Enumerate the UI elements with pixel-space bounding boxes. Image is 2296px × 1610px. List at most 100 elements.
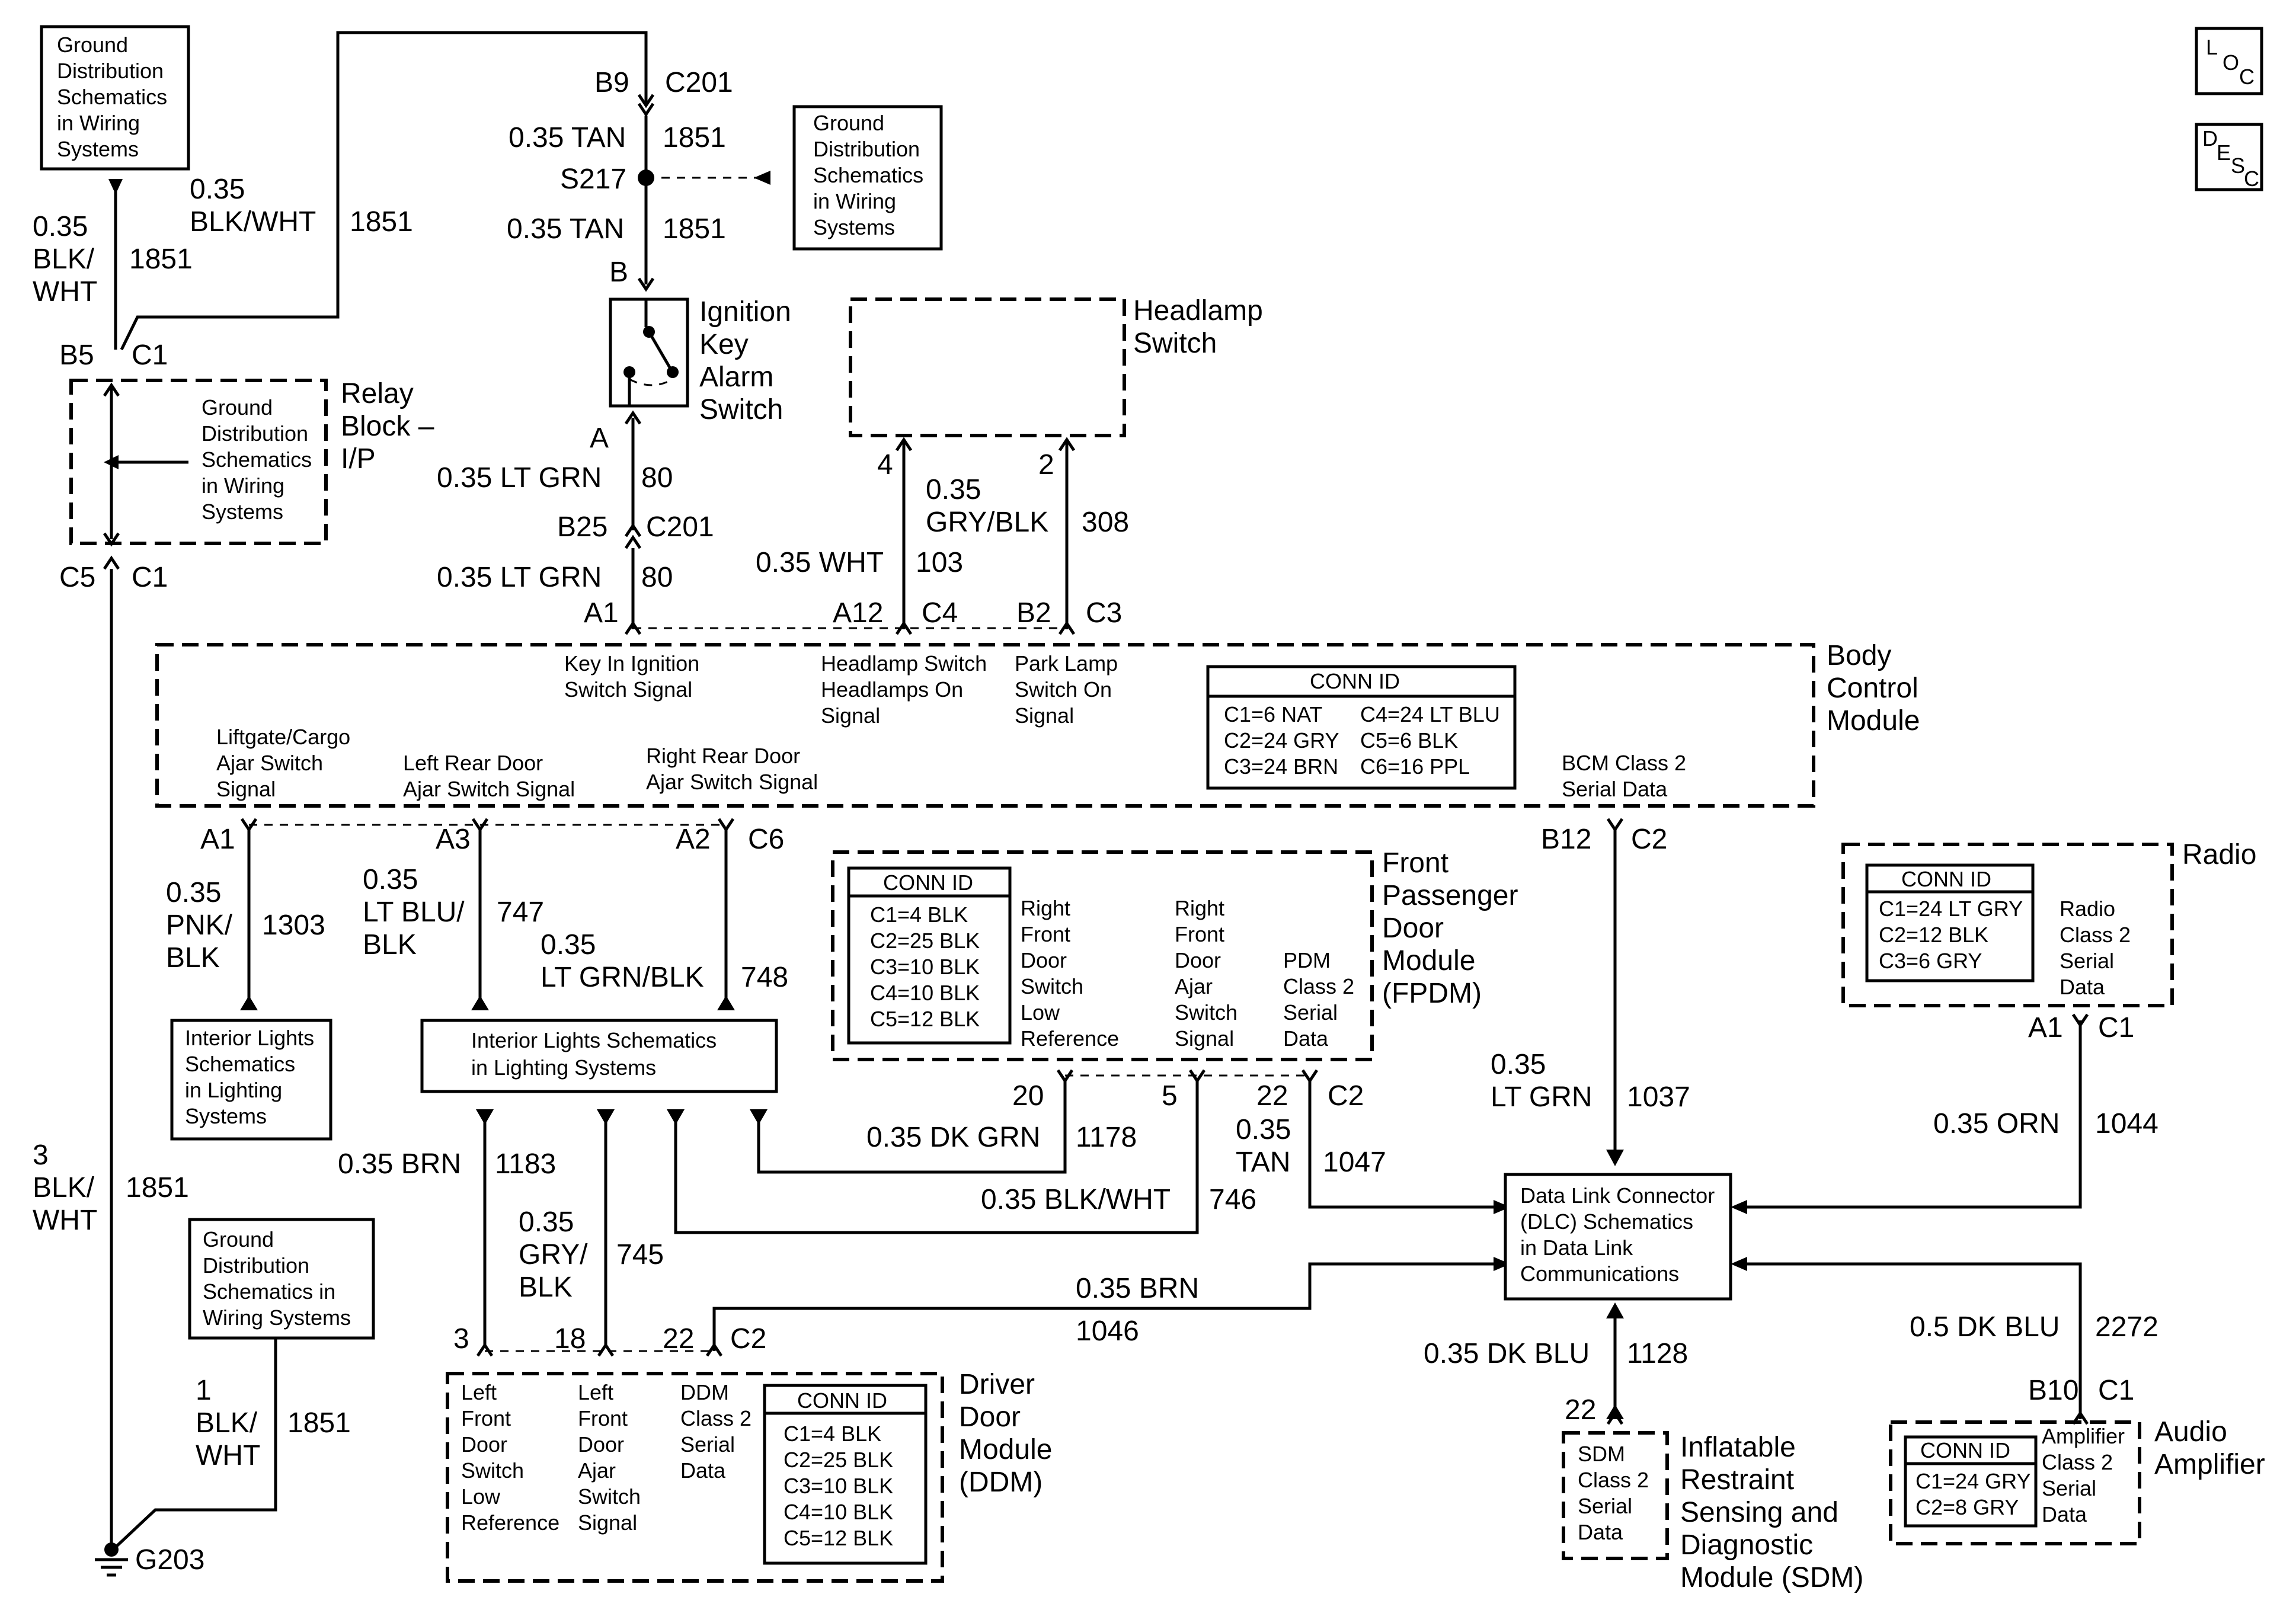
svg-text:Passenger: Passenger xyxy=(1382,880,1518,911)
bcm-conn-id-table: CONN ID C1=6 NAT C4=24 LT BLU C2=24 GRY … xyxy=(1206,665,1517,790)
svg-text:Ground: Ground xyxy=(203,1227,274,1251)
svg-text:Headlamp: Headlamp xyxy=(1133,295,1263,327)
wire-1178 xyxy=(757,1080,1067,1174)
svg-text:1851: 1851 xyxy=(663,122,726,153)
svg-text:Class 2: Class 2 xyxy=(2042,1450,2113,1474)
svg-text:2272: 2272 xyxy=(2095,1311,2159,1343)
svg-text:1851: 1851 xyxy=(350,206,413,238)
driver-door-module[interactable]: Driver Door Module (DDM) Left Front Door… xyxy=(446,1369,1052,1583)
ref-ground-lower[interactable]: Ground Distribution Schematics in Wiring… xyxy=(188,1218,375,1340)
svg-text:Inflatable: Inflatable xyxy=(1680,1432,1796,1463)
svg-text:1128: 1128 xyxy=(1627,1338,1688,1369)
svg-text:Module: Module xyxy=(959,1434,1052,1465)
svg-text:C2=25 BLK: C2=25 BLK xyxy=(784,1448,893,1472)
svg-text:Signal: Signal xyxy=(1015,703,1074,728)
svg-text:DDM: DDM xyxy=(680,1380,729,1404)
svg-text:BLK: BLK xyxy=(519,1272,573,1303)
ignition-key-alarm-switch[interactable]: Ignition Key Alarm Switch xyxy=(609,296,791,425)
front-passenger-door-module[interactable]: Front Passenger Door Module (FPDM) CONN … xyxy=(831,847,1518,1061)
ref-ground-top-left[interactable]: Ground Distribution Schematics in Wiring… xyxy=(40,25,190,171)
sdm[interactable]: SDM Class 2 Serial Data Inflatable Restr… xyxy=(1562,1431,1863,1593)
svg-text:LT GRN: LT GRN xyxy=(1491,1081,1593,1113)
svg-text:CONN ID: CONN ID xyxy=(1901,867,1991,891)
svg-text:C1=24 LT GRY: C1=24 LT GRY xyxy=(1879,897,2023,921)
desc-icon[interactable]: D E S C xyxy=(2195,123,2263,191)
svg-text:Distribution: Distribution xyxy=(202,421,308,446)
svg-text:3: 3 xyxy=(453,1323,469,1355)
wire-746 xyxy=(674,1080,1199,1234)
loc-icon[interactable]: L O C xyxy=(2195,27,2263,95)
svg-text:BLK: BLK xyxy=(166,942,220,974)
svg-text:BLK: BLK xyxy=(363,929,417,961)
svg-text:0.35: 0.35 xyxy=(926,474,981,505)
svg-text:Key: Key xyxy=(699,329,749,360)
ref-interior-lights-left[interactable]: Interior Lights Schematics in Lighting S… xyxy=(170,1019,332,1141)
svg-text:22: 22 xyxy=(1565,1394,1596,1426)
svg-text:Restraint: Restraint xyxy=(1680,1464,1794,1496)
svg-text:Front: Front xyxy=(578,1406,628,1430)
ddm-conn-id-table: CONN ID C1=4 BLK C2=25 BLK C3=10 BLK C4=… xyxy=(763,1384,928,1565)
svg-text:Serial: Serial xyxy=(2060,949,2114,973)
svg-text:Distribution: Distribution xyxy=(57,59,164,83)
svg-text:Schematics: Schematics xyxy=(185,1052,295,1076)
svg-text:0.35: 0.35 xyxy=(519,1206,574,1238)
svg-text:Ground: Ground xyxy=(57,33,128,57)
svg-text:BLK/: BLK/ xyxy=(33,1172,95,1204)
wire-1851-top-run xyxy=(120,31,648,351)
svg-text:C5=12 BLK: C5=12 BLK xyxy=(784,1526,893,1550)
svg-text:Driver: Driver xyxy=(959,1369,1035,1400)
wires xyxy=(110,31,2082,1548)
svg-text:1046: 1046 xyxy=(1076,1315,1139,1347)
ref-dlc[interactable]: Data Link Connector (DLC) Schematics in … xyxy=(1504,1173,1732,1301)
svg-text:A12: A12 xyxy=(833,597,883,629)
ref-ground-s217[interactable]: Ground Distribution Schematics in Wiring… xyxy=(792,105,943,251)
svg-text:1303: 1303 xyxy=(262,910,325,941)
svg-text:80: 80 xyxy=(641,562,673,593)
svg-text:Module (SDM): Module (SDM) xyxy=(1680,1562,1863,1593)
svg-text:Headlamps On: Headlamps On xyxy=(821,677,963,702)
relay-block-ip[interactable]: Ground Distribution Schematics in Wiring… xyxy=(69,378,434,545)
svg-text:Class 2: Class 2 xyxy=(1578,1468,1649,1492)
svg-text:C3=24 BRN: C3=24 BRN xyxy=(1224,754,1338,779)
svg-text:A3: A3 xyxy=(436,824,471,855)
pin-labels: B9 C201 S217 B A B25 C201 A1 A12 C4 B2 C… xyxy=(59,67,2134,1576)
svg-text:Serial Data: Serial Data xyxy=(1562,777,1668,801)
svg-text:C2: C2 xyxy=(1328,1080,1364,1112)
body-control-module[interactable]: Body Control Module Key In Ignition Swit… xyxy=(155,640,1920,808)
svg-text:C2: C2 xyxy=(1631,824,1667,855)
ref-interior-lights-mid[interactable]: Interior Lights Schematics in Lighting S… xyxy=(420,1019,778,1093)
svg-text:Data: Data xyxy=(2042,1502,2087,1526)
svg-text:C3: C3 xyxy=(1086,597,1122,629)
svg-text:E: E xyxy=(2217,140,2231,165)
svg-text:0.35: 0.35 xyxy=(33,211,88,242)
svg-text:Signal: Signal xyxy=(578,1510,637,1535)
svg-text:S: S xyxy=(2231,153,2245,178)
svg-text:BLK/: BLK/ xyxy=(196,1407,258,1439)
svg-text:0.35 TAN: 0.35 TAN xyxy=(507,213,624,245)
svg-text:Sensing and: Sensing and xyxy=(1680,1497,1838,1528)
svg-text:0.35 BRN: 0.35 BRN xyxy=(1076,1273,1199,1304)
svg-text:Systems: Systems xyxy=(57,137,139,161)
svg-text:in Lighting: in Lighting xyxy=(185,1078,282,1102)
svg-text:103: 103 xyxy=(916,547,963,578)
svg-text:C3=6 GRY: C3=6 GRY xyxy=(1879,949,1982,973)
svg-text:Low: Low xyxy=(1021,1000,1060,1025)
svg-text:C6: C6 xyxy=(748,824,784,855)
svg-text:BCM Class 2: BCM Class 2 xyxy=(1562,751,1686,775)
svg-text:C201: C201 xyxy=(665,67,733,98)
svg-text:20: 20 xyxy=(1012,1080,1044,1112)
svg-text:Amplifier: Amplifier xyxy=(2042,1424,2125,1448)
svg-text:Left: Left xyxy=(461,1380,497,1404)
svg-text:C1: C1 xyxy=(132,562,168,593)
audio-amplifier[interactable]: Audio Amplifier CONN ID C1=24 GRY C2=8 G… xyxy=(1889,1416,2265,1545)
radio[interactable]: Radio CONN ID C1=24 LT GRY C2=12 BLK C3=… xyxy=(1841,839,2256,1007)
svg-text:Switch: Switch xyxy=(461,1458,524,1483)
svg-text:C: C xyxy=(2244,167,2259,191)
svg-text:C3=10 BLK: C3=10 BLK xyxy=(870,955,980,979)
svg-text:WHT: WHT xyxy=(33,276,97,308)
headlamp-switch[interactable]: Headlamp Switch xyxy=(849,295,1263,437)
svg-text:0.35: 0.35 xyxy=(1491,1049,1546,1080)
svg-text:A1: A1 xyxy=(200,824,235,855)
svg-text:Systems: Systems xyxy=(185,1104,267,1128)
svg-text:C5: C5 xyxy=(59,562,95,593)
